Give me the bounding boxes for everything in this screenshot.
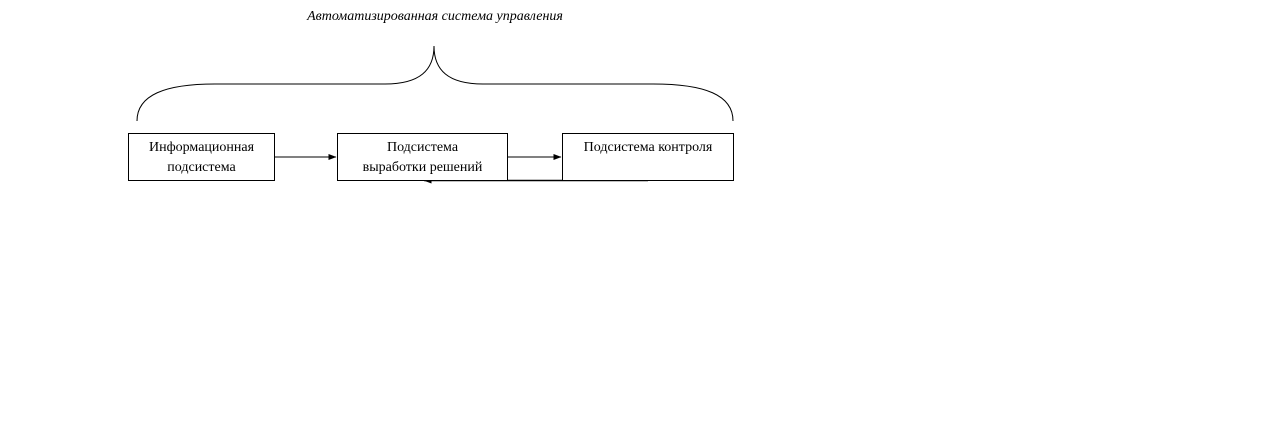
box-decision-subsystem: Подсистема выработки решений — [337, 133, 508, 181]
box-information-subsystem: Информационная подсистема — [128, 133, 275, 181]
box-control-subsystem: Подсистема контроля — [562, 133, 734, 181]
box-2-line-1: Подсистема — [386, 140, 459, 155]
diagram-title: Автоматизированная система управления — [307, 9, 563, 24]
box-1-line-2: подсистема — [167, 160, 236, 175]
curly-brace — [136, 45, 734, 122]
box-1-line-1: Информационная — [148, 140, 255, 155]
box-3-line-1: Подсистема контроля — [583, 140, 713, 155]
box-2-line-2: выработки решений — [362, 160, 483, 175]
